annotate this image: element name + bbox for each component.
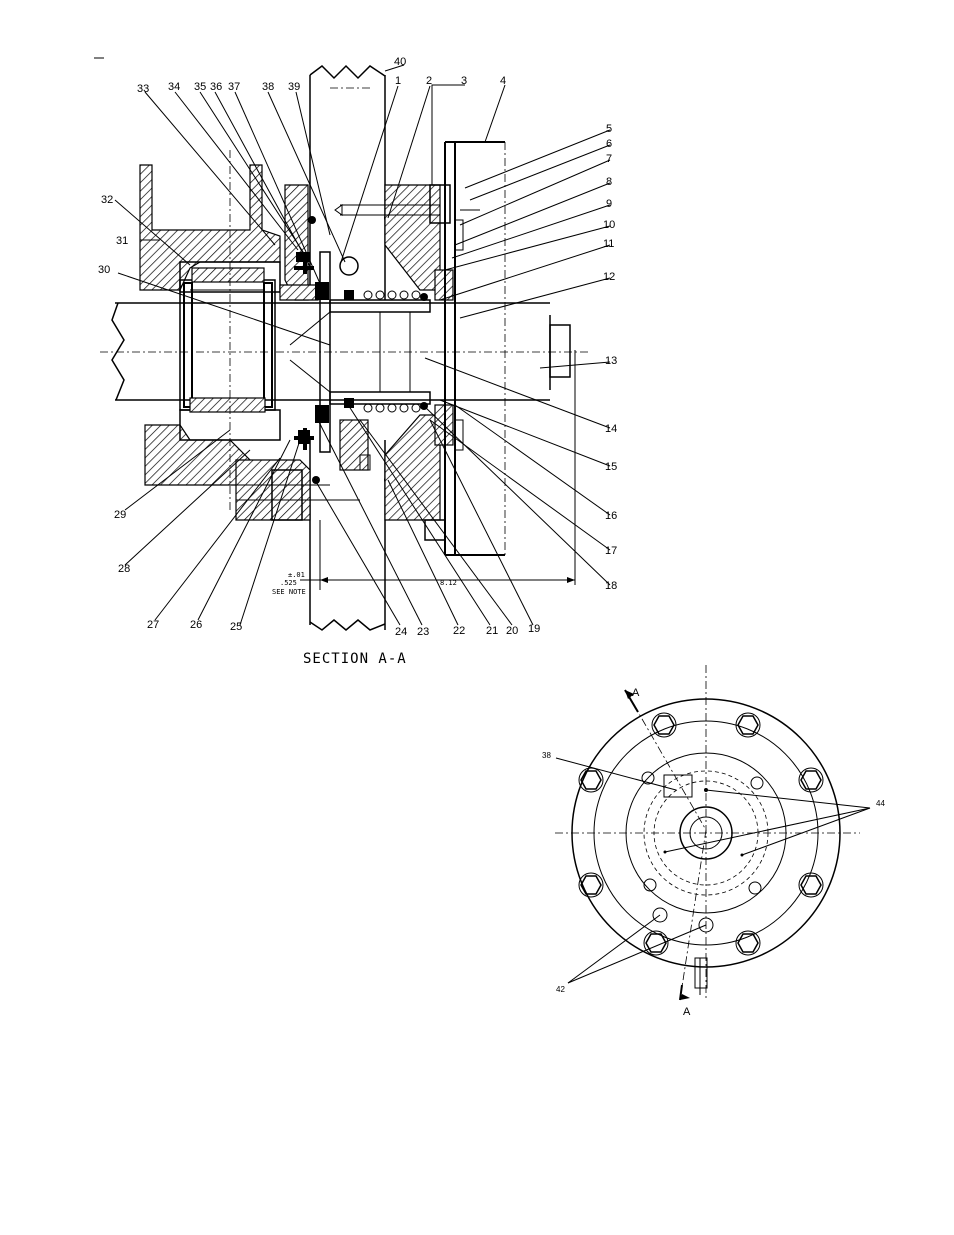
- callout-34: 34: [168, 81, 180, 93]
- end-callout-38: 38: [542, 751, 551, 760]
- callout-10: 10: [603, 219, 615, 231]
- section-view: 40 1 2 3 4 5 6 7 8 9 10 11 12 13 14 15 1…: [94, 56, 617, 667]
- dim-note: SEE NOTE: [272, 588, 306, 596]
- cut-line-aa: A A: [624, 687, 707, 1018]
- callout-20: 20: [506, 625, 518, 637]
- callout-13: 13: [605, 355, 617, 367]
- callout-32: 32: [101, 194, 113, 206]
- bolt-pattern: [578, 712, 824, 956]
- end-view: A A 38 44 42: [542, 665, 885, 1018]
- end-view-leaders: [555, 757, 871, 984]
- callout-33: 33: [137, 83, 149, 95]
- callout-23: 23: [417, 626, 429, 638]
- callout-3: 3: [461, 75, 467, 87]
- callout-5: 5: [606, 123, 612, 135]
- end-callout-42: 42: [556, 985, 565, 994]
- seal-rings: [294, 214, 428, 484]
- callout-39: 39: [288, 81, 300, 93]
- callout-19: 19: [528, 623, 540, 635]
- callout-36: 36: [210, 81, 222, 93]
- callout-2: 2: [426, 75, 432, 87]
- callout-37: 37: [228, 81, 240, 93]
- callout-28: 28: [118, 563, 130, 575]
- callout-17: 17: [605, 545, 617, 557]
- casing-top: [309, 64, 386, 300]
- callout-31: 31: [116, 235, 128, 247]
- callout-11: 11: [603, 238, 614, 250]
- callout-8: 8: [606, 176, 612, 188]
- callout-7: 7: [606, 153, 612, 165]
- callout-9: 9: [606, 198, 612, 210]
- callout-26: 26: [190, 619, 202, 631]
- leader-lines: [114, 64, 611, 626]
- screws: [641, 771, 764, 995]
- callout-14: 14: [605, 423, 617, 435]
- callout-21: 21: [486, 625, 498, 637]
- callout-25: 25: [230, 621, 242, 633]
- callout-40: 40: [394, 56, 406, 68]
- callout-6: 6: [606, 138, 612, 150]
- callout-12: 12: [603, 271, 615, 283]
- callout-29: 29: [114, 509, 126, 521]
- dimension-text: ±.01 .525 SEE NOTE 8.12: [272, 571, 457, 596]
- callout-1: 1: [395, 75, 401, 87]
- callout-15: 15: [605, 461, 617, 473]
- callout-30: 30: [98, 264, 110, 276]
- bearing-housing-31: [139, 164, 281, 486]
- dim-value: .525: [280, 579, 297, 587]
- callout-16: 16: [605, 510, 617, 522]
- dim-length: 8.12: [440, 579, 457, 587]
- callout-38: 38: [262, 81, 274, 93]
- callout-18: 18: [605, 580, 617, 592]
- callout-4: 4: [500, 75, 506, 87]
- callout-35: 35: [194, 81, 206, 93]
- section-title: SECTION A-A: [303, 651, 407, 667]
- bearing-cylinder: [179, 150, 276, 510]
- end-callout-44: 44: [876, 799, 885, 808]
- dim-tolerance: ±.01: [288, 571, 305, 579]
- shaft: [100, 302, 590, 401]
- cut-label-top: A: [632, 687, 640, 699]
- callout-24: 24: [395, 626, 407, 638]
- dimension-lines: [300, 350, 576, 590]
- callout-27: 27: [147, 619, 159, 631]
- callout-22: 22: [453, 625, 465, 637]
- cut-label-bottom: A: [683, 1006, 691, 1018]
- callouts: 40 1 2 3 4 5 6 7 8 9 10 11 12 13 14 15 1…: [98, 56, 617, 638]
- flange-plate: [444, 141, 506, 556]
- seal-housing: [334, 184, 454, 541]
- sleeve: [319, 251, 431, 453]
